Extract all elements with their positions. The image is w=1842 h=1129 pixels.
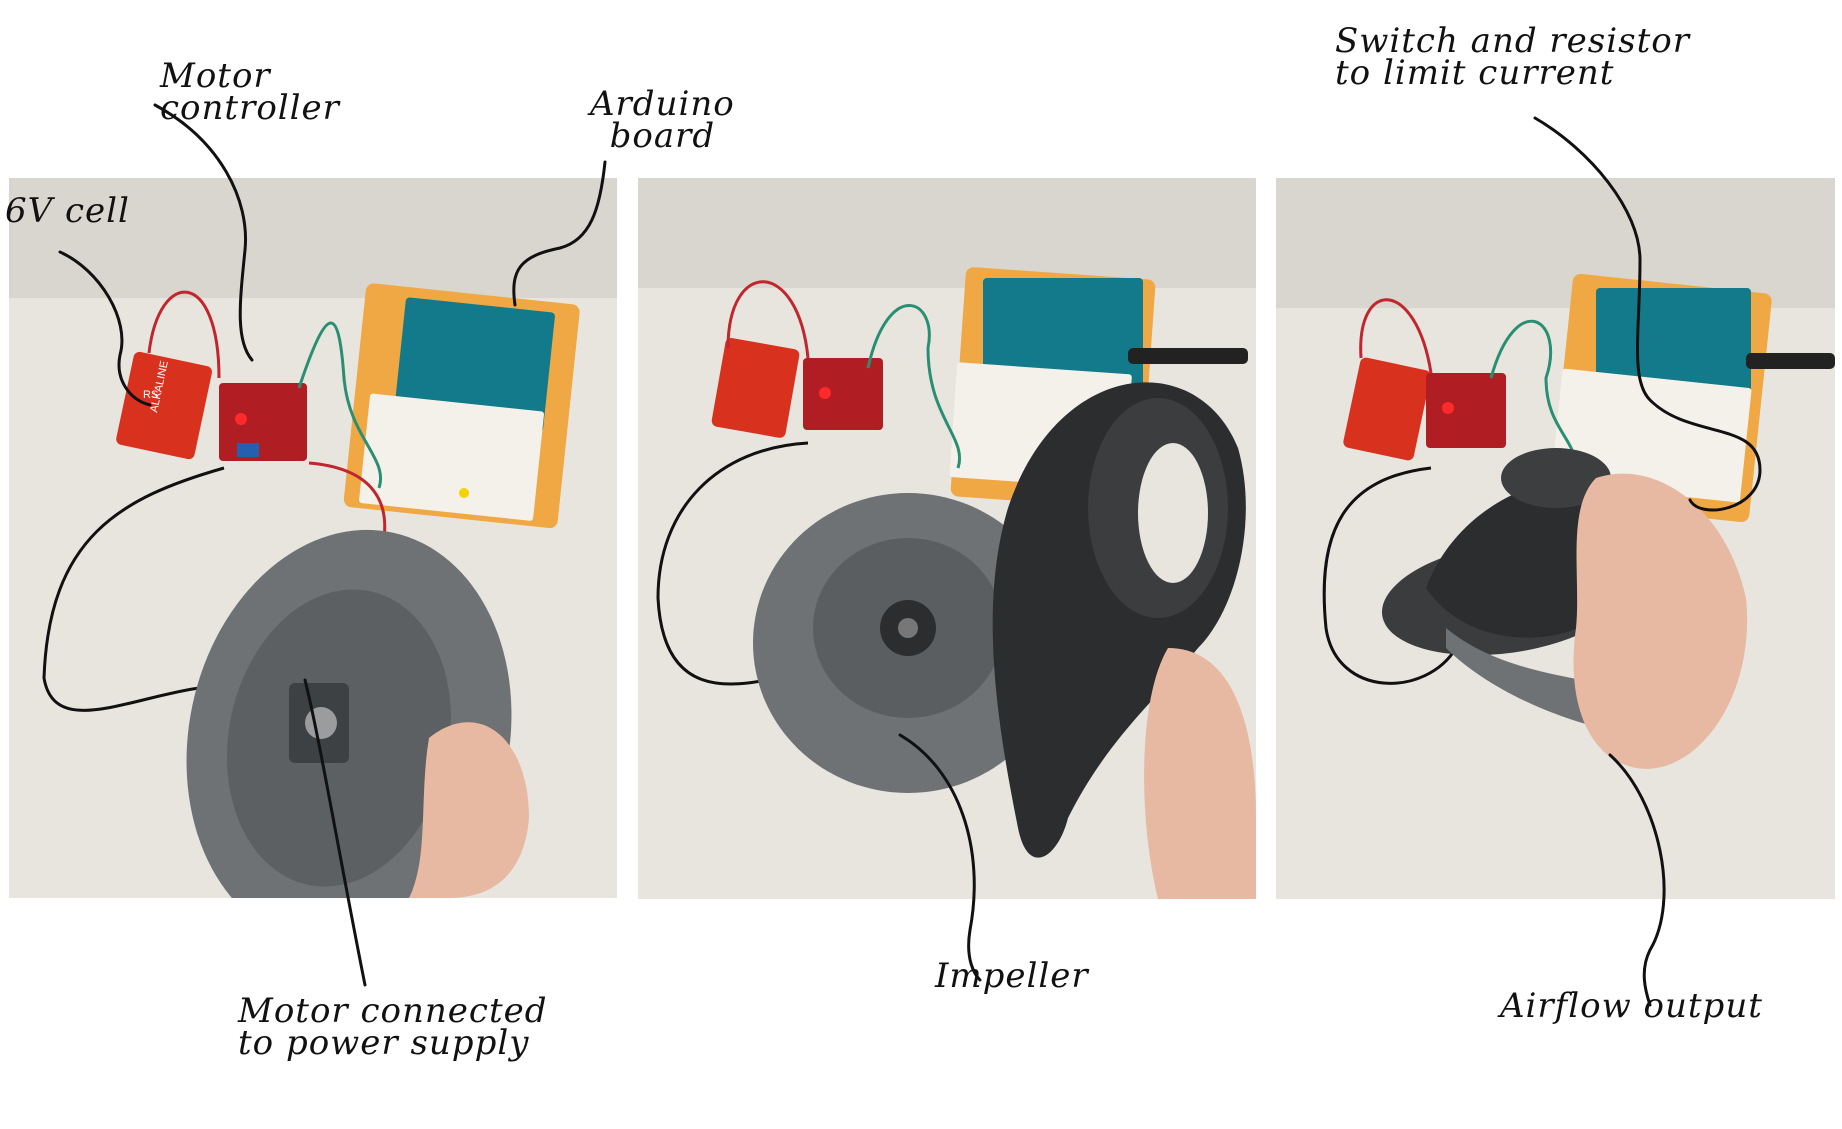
label-6v-cell: 6V cell [5,191,130,231]
battery [711,338,800,438]
label-airflow-output: Airflow output [1500,986,1763,1026]
photo-2-image [638,178,1256,899]
impeller-housing [753,493,1063,793]
battery-text-brand: RS [143,389,158,401]
label-motor-controller: Motor controller [160,56,340,128]
airflow-outlet-part [992,382,1246,858]
label-motor-power: Motor connected to power supply [238,991,548,1063]
label-switch-resistor: Switch and resistor to limit current [1335,21,1690,93]
hand [1144,648,1256,899]
photo-panel-2 [638,178,1256,899]
hand [409,722,529,898]
hand [1573,473,1748,769]
label-impeller: Impeller [935,956,1089,996]
photo-1-image: ALKALINE RS [9,178,617,898]
photo-panel-3 [1276,178,1835,899]
motor-controller-board [1426,373,1506,448]
impeller [880,600,936,656]
label-arduino-board: Arduino board [590,84,735,156]
arduino-setup [343,283,580,529]
photo-panel-1: ALKALINE RS [9,178,617,898]
battery [1343,357,1431,461]
photo-3-image [1276,178,1835,899]
motor-controller-board [803,358,883,430]
motor-controller-board [219,383,307,461]
